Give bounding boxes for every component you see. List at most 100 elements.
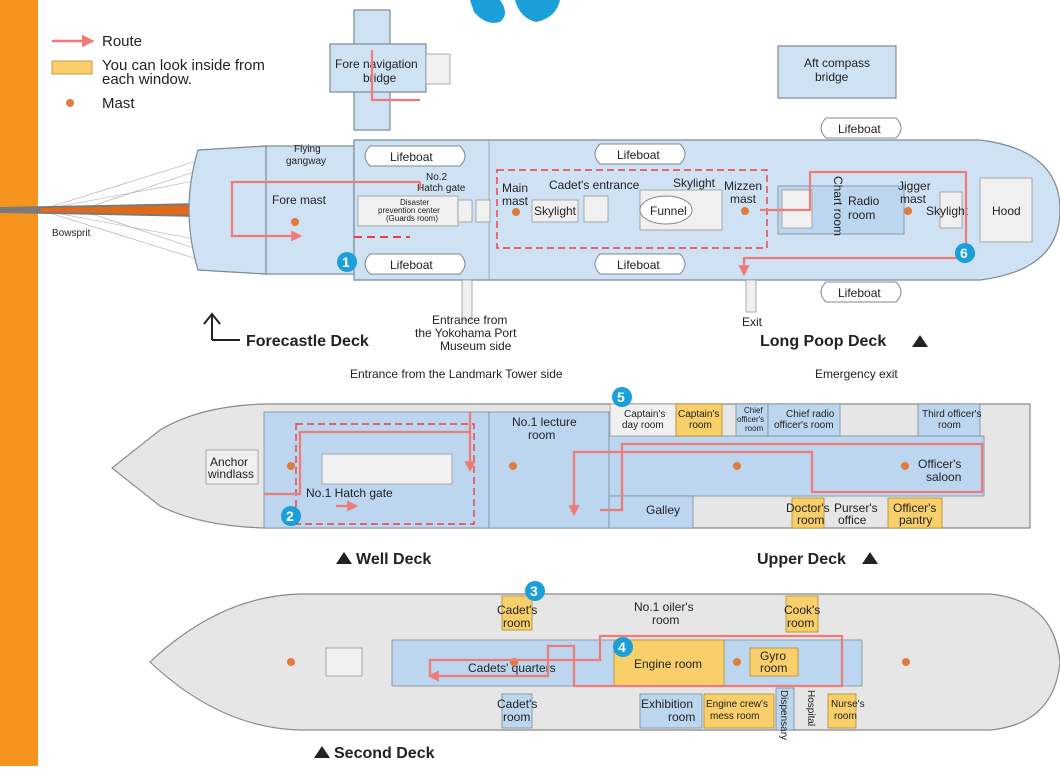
main-mast-label-1: Main: [502, 181, 528, 195]
svg-text:mess room: mess room: [710, 711, 759, 722]
disaster-center-room: [357, 195, 459, 227]
badge-4: 4: [613, 637, 633, 657]
jigger-label-2: mast: [900, 192, 927, 206]
svg-text:room: room: [503, 710, 530, 724]
flying-gangway-label-2: gangway: [286, 156, 326, 167]
captains-day-room: [609, 403, 677, 437]
svg-text:room: room: [797, 513, 824, 527]
upper-deck-area: [488, 411, 610, 529]
entrance-museum-label-2: the Yokohama Port: [415, 326, 517, 340]
mizzen-mast-dot: [741, 207, 749, 215]
svg-text:Chief radio: Chief radio: [786, 409, 835, 420]
forecastle-arrow: [203, 312, 240, 341]
hood-room: [979, 177, 1033, 243]
bowsprit-label: Bowsprit: [52, 228, 91, 239]
third-officer-room: [917, 403, 981, 437]
fore-mast-dot: [291, 218, 299, 226]
stair-1: [583, 195, 609, 223]
aft-compass-bridge: [777, 45, 897, 99]
svg-text:Cook's: Cook's: [784, 603, 820, 617]
svg-text:Captain's: Captain's: [678, 409, 719, 420]
svg-text:room: room: [834, 711, 857, 722]
purser-label-1: Purser's: [834, 501, 878, 515]
lifeboat-6: Lifeboat: [820, 281, 902, 303]
middle-deck-plan: Entrance from the Landmark Tower side Em…: [111, 367, 1031, 568]
upper-triangle: [862, 552, 878, 564]
svg-text:pantry: pantry: [899, 513, 932, 527]
svg-text:Lifeboat: Lifeboat: [838, 122, 881, 136]
second-mast-dot-1: [287, 658, 295, 666]
radio-room-label-2: room: [848, 208, 875, 222]
anchor-label-1: Anchor: [210, 455, 248, 469]
chief-officer-room: [735, 403, 769, 437]
logo-ornament: [470, 0, 560, 23]
aft-compass-label-1: Aft compass: [804, 56, 870, 70]
cadets-quarters-label: Cadets' quarters: [468, 661, 556, 675]
aft-compass-label-2: bridge: [815, 70, 849, 84]
svg-text:room: room: [668, 710, 695, 724]
anchor-windlass: [205, 449, 259, 485]
svg-text:Lifeboat: Lifeboat: [390, 150, 433, 164]
svg-text:Lifeboat: Lifeboat: [838, 286, 881, 300]
cadets-room-1: [501, 595, 533, 631]
svg-text:room: room: [503, 616, 530, 630]
legend: Route You can look inside from each wind…: [51, 33, 265, 112]
radio-room-label-1: Radio: [848, 194, 880, 208]
lifeboat-2: Lifeboat: [364, 253, 466, 275]
chief-radio-room: [767, 403, 841, 437]
badge-2: 2: [281, 506, 301, 526]
lecture-label-1: No.1 lecture: [512, 415, 577, 429]
legend-mast-label: Mast: [102, 95, 135, 112]
upper-deck-title: Upper Deck: [757, 551, 846, 568]
engine-room-label: Engine room: [634, 657, 702, 671]
jigger-mast-dot: [904, 207, 912, 215]
officers-saloon-label-2: saloon: [926, 470, 961, 484]
captains-room: [675, 403, 723, 437]
mizzen-label-1: Mizzen: [724, 179, 762, 193]
route-upper: [468, 412, 984, 514]
svg-text:room: room: [689, 420, 712, 431]
exit-label: Exit: [742, 315, 763, 329]
fore-nav-bridge: [329, 43, 427, 93]
oiler-label-1: No.1 oiler's: [634, 600, 694, 614]
svg-text:Cadet's: Cadet's: [497, 603, 537, 617]
entrance-landmark-label: Entrance from the Landmark Tower side: [350, 367, 563, 381]
route-top-bridge: [370, 50, 420, 102]
svg-text:room: room: [760, 661, 787, 675]
svg-text:Lifeboat: Lifeboat: [390, 258, 433, 272]
galley-label: Galley: [646, 503, 680, 517]
fore-nav-bridge-label-1: Fore navigation: [335, 57, 418, 71]
badge-1: 1: [337, 252, 357, 272]
cadets-entrance-label: Cadet's entrance: [549, 178, 640, 192]
legend-window-label-1: You can look inside from: [102, 57, 265, 74]
saloon-mast-dot: [901, 462, 909, 470]
hatch2-label-2: Hatch gate: [417, 183, 466, 194]
svg-text:Captain's: Captain's: [624, 409, 665, 420]
doctors-room: [791, 497, 825, 529]
svg-text:Exhibition: Exhibition: [641, 697, 693, 711]
cook-room: [785, 595, 819, 633]
mizzen-label-2: mast: [730, 192, 757, 206]
entrance-museum-label-1: Entrance from: [432, 313, 507, 327]
svg-text:1: 1: [342, 254, 350, 270]
skylight-1: [531, 199, 579, 223]
second-mast-dot-3: [733, 658, 741, 666]
upper-mast-dot: [733, 462, 741, 470]
skylight-label-2: Skylight: [673, 176, 716, 190]
exhibition-room: [639, 693, 703, 729]
svg-text:5: 5: [617, 389, 625, 405]
disaster-label-1: Disaster: [400, 198, 430, 207]
sidebar-stripe: [0, 0, 38, 766]
second-deck-plan: Cadet's room No.1 oiler's room Cook's ro…: [149, 593, 1060, 762]
anchor-box: [325, 647, 363, 677]
lifeboat-5: Lifeboat: [820, 117, 902, 139]
lifeboat-3: Lifeboat: [594, 143, 686, 165]
nurse-room: [827, 693, 857, 729]
cadets-room-2: [501, 693, 533, 729]
museum-entrance-stair: [461, 279, 473, 321]
svg-text:Engine crew's: Engine crew's: [706, 699, 768, 710]
fore-mast-label: Fore mast: [272, 193, 327, 207]
svg-text:officer's: officer's: [737, 415, 764, 424]
svg-text:room: room: [787, 616, 814, 630]
svg-text:Gyro: Gyro: [760, 649, 786, 663]
